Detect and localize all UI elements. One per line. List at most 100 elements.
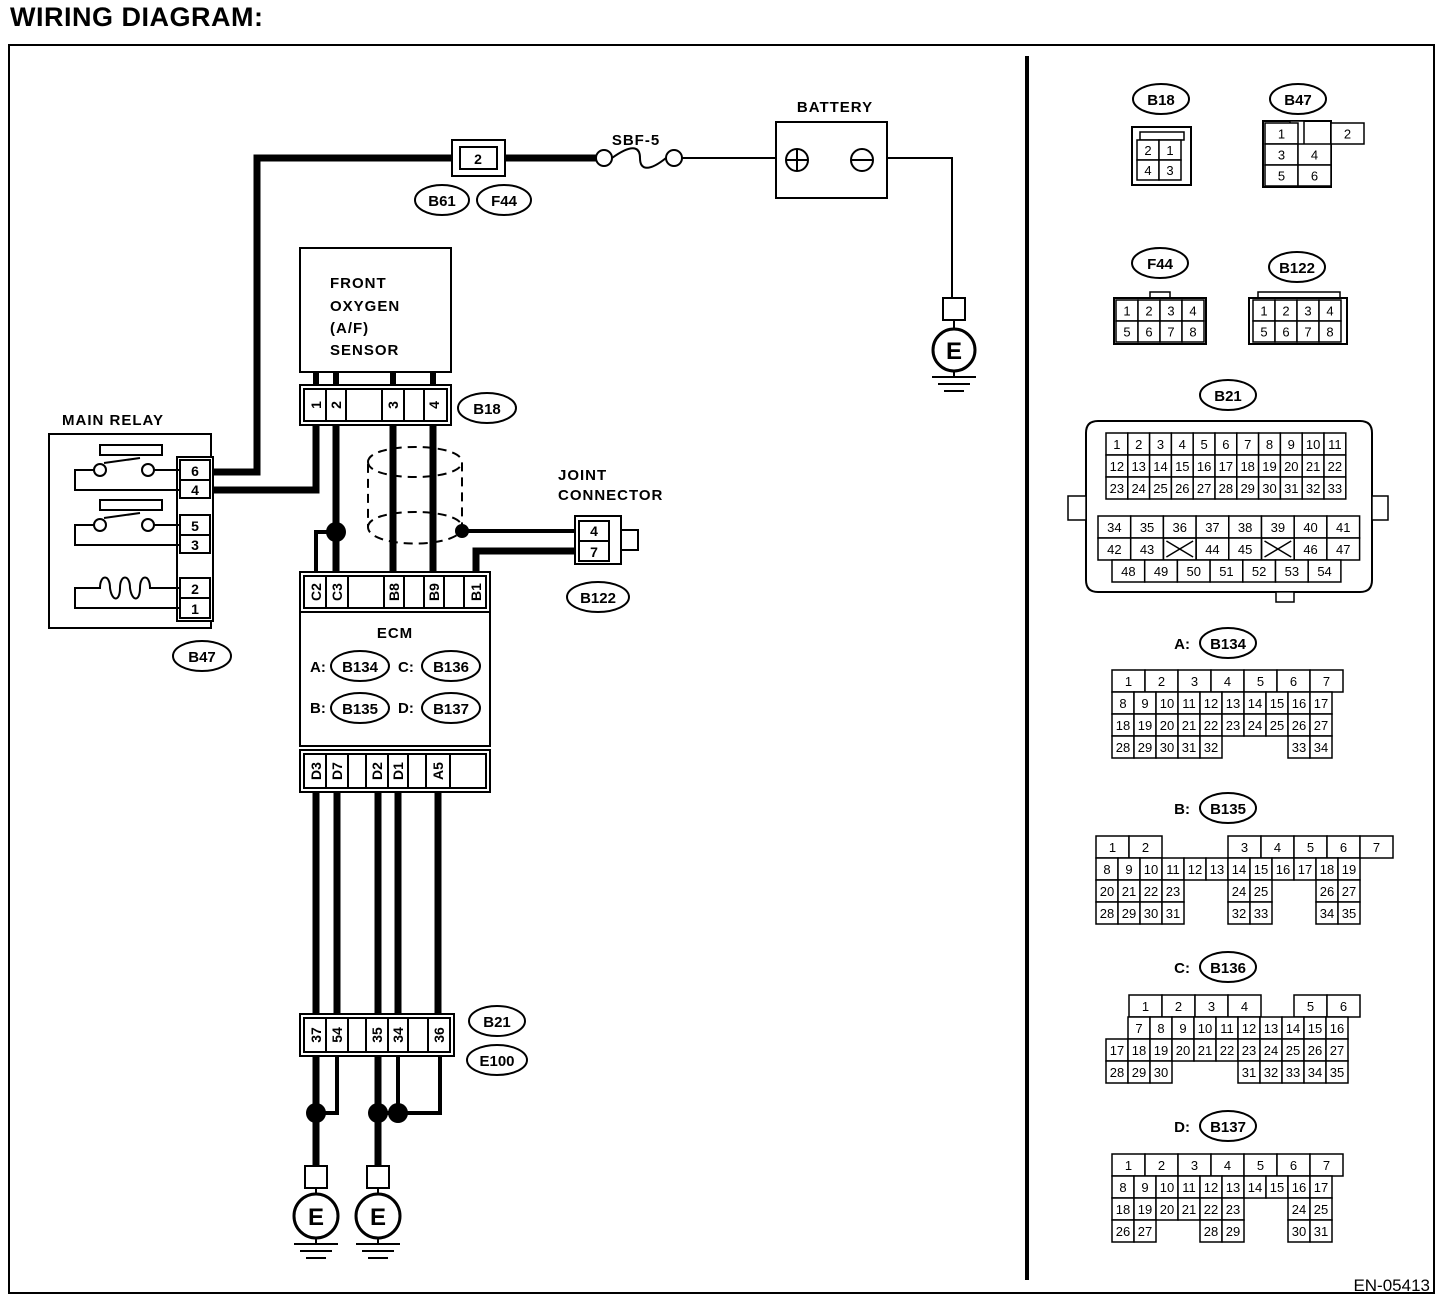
connector-tag-b18: B18 — [457, 392, 517, 424]
connector-tag-e100: E100 — [466, 1044, 528, 1076]
pin-label: 43 — [1140, 542, 1154, 557]
pin-label: 4 — [1326, 304, 1333, 319]
pin-label: 22 — [1204, 1202, 1218, 1217]
pin-label: 6 — [1222, 437, 1229, 452]
pin-label: 19 — [1138, 718, 1152, 733]
pin-label: 3 — [1304, 304, 1311, 319]
pin-label: 33 — [1328, 481, 1342, 496]
pin-label: 9 — [1141, 1180, 1148, 1195]
pin-label: 21 — [1182, 718, 1196, 733]
pin-label: 3 — [385, 401, 401, 409]
pin-label: 25 — [1314, 1202, 1328, 1217]
svg-text:B134: B134 — [1210, 636, 1247, 653]
view-tag-b122: B122 — [1268, 251, 1326, 283]
pin-label: 12 — [1188, 862, 1202, 877]
pin-label: 21 — [1198, 1043, 1212, 1058]
pin-label: B1 — [468, 583, 484, 601]
pin-label: 47 — [1336, 542, 1350, 557]
pin-label: 7 — [1373, 840, 1380, 855]
pin-label: 17 — [1110, 1043, 1124, 1058]
pin-label: 8 — [1189, 325, 1196, 340]
figure-code: EN-05413 — [1353, 1276, 1430, 1295]
pin-label: 17 — [1219, 459, 1233, 474]
pin-label: 18 — [1116, 1202, 1130, 1217]
pin-label: 2 — [474, 151, 482, 167]
pin-label: 34 — [1308, 1065, 1322, 1080]
main-relay: MAIN RELAY 6 4 5 3 2 1 — [48, 412, 214, 629]
pin-label: 19 — [1138, 1202, 1152, 1217]
svg-text:B47: B47 — [188, 649, 216, 666]
junction-dot — [326, 522, 346, 542]
pin-label: 12 — [1204, 1180, 1218, 1195]
pin-label: 1 — [1125, 674, 1132, 689]
pin-label: 9 — [1125, 862, 1132, 877]
pin-label: 33 — [1254, 906, 1268, 921]
pin-label: 4 — [426, 401, 442, 409]
shield-symbol — [367, 446, 463, 545]
battery: BATTERY — [775, 99, 888, 199]
pin-label: D7 — [329, 762, 345, 780]
pin-label: 2 — [191, 581, 199, 597]
pin-label: 26 — [1308, 1043, 1322, 1058]
pin-label: 31 — [1284, 481, 1298, 496]
pin-label: 37 — [1205, 520, 1219, 535]
pin-label: 3 — [1166, 163, 1173, 178]
pin-label: 5 — [1307, 840, 1314, 855]
pin-label: 14 — [1248, 1180, 1262, 1195]
svg-text:E: E — [308, 1204, 324, 1231]
pin-label: 15 — [1175, 459, 1189, 474]
pin-label: 4 — [1311, 148, 1318, 163]
pin-label: 7 — [1167, 325, 1174, 340]
junction-dot — [388, 1103, 408, 1123]
pin-label: 8 — [1119, 1180, 1126, 1195]
pin-label: 5 — [1257, 674, 1264, 689]
pin-label: 26 — [1116, 1224, 1130, 1239]
pin-label: 2 — [1158, 1158, 1165, 1173]
pin-label: D1 — [390, 762, 406, 780]
pin-label: 22 — [1204, 718, 1218, 733]
svg-text:C:: C: — [398, 659, 414, 676]
view-tag-b18: B18 — [1132, 83, 1190, 115]
pin-label: 27 — [1342, 884, 1356, 899]
svg-text:E: E — [946, 338, 962, 365]
pin-label: 7 — [1304, 325, 1311, 340]
view-tag-b136: C:B136 — [1174, 951, 1257, 983]
svg-text:B122: B122 — [580, 590, 616, 607]
pin-label: 7 — [1244, 437, 1251, 452]
pin-label: 29 — [1138, 740, 1152, 755]
wires — [210, 154, 953, 1168]
svg-text:A:: A: — [310, 659, 326, 676]
pin-label: 7 — [1323, 1158, 1330, 1173]
pin-label: 11 — [1328, 437, 1342, 452]
svg-text:(A/F): (A/F) — [330, 320, 369, 337]
svg-text:B61: B61 — [428, 193, 456, 210]
pin-label: 5 — [1257, 1158, 1264, 1173]
pin-label: 18 — [1116, 718, 1130, 733]
pin-label: 25 — [1153, 481, 1167, 496]
pin-label: 36 — [1173, 520, 1187, 535]
pin-label: 21 — [1306, 459, 1320, 474]
svg-text:B136: B136 — [433, 659, 469, 676]
pin-label: 10 — [1198, 1021, 1212, 1036]
pin-label: 14 — [1153, 459, 1167, 474]
view-tag-b21: B21 — [1199, 379, 1257, 411]
view-prefix: D: — [1174, 1119, 1190, 1136]
svg-text:B47: B47 — [1284, 92, 1312, 109]
inline-connector-b21: 37 54 35 34 36 — [299, 1013, 455, 1057]
pin-label: 30 — [1292, 1224, 1306, 1239]
pin-label: 4 — [191, 482, 199, 498]
pin-label: 16 — [1292, 1180, 1306, 1195]
pin-label: 16 — [1292, 696, 1306, 711]
pin-label: 2 — [1158, 674, 1165, 689]
pin-label: 1 — [1166, 143, 1173, 158]
pin-label: 21 — [1122, 884, 1136, 899]
pin-label: 53 — [1285, 564, 1299, 579]
pin-label: 9 — [1141, 696, 1148, 711]
pin-label: 20 — [1160, 1202, 1174, 1217]
pin-label: 8 — [1103, 862, 1110, 877]
pin-label: 32 — [1264, 1065, 1278, 1080]
pin-label: 19 — [1342, 862, 1356, 877]
